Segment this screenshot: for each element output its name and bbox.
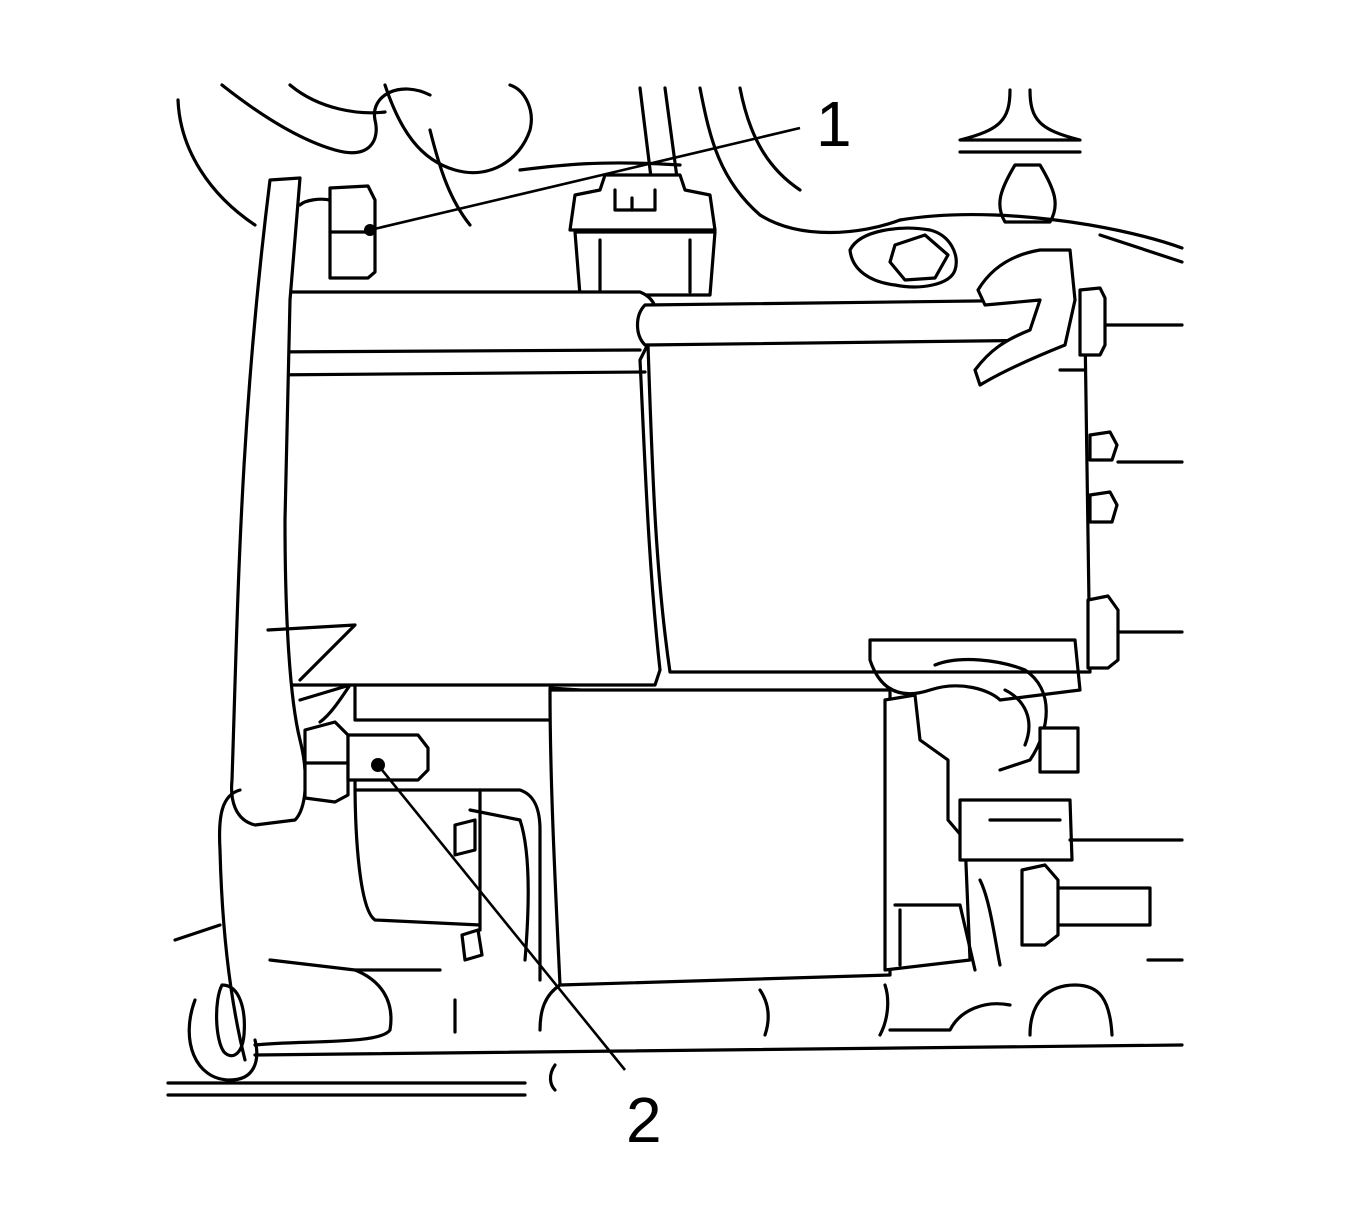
callout-label-2: 2: [626, 1084, 662, 1156]
callout-label-1: 1: [816, 88, 852, 160]
callout-leaders: [364, 126, 801, 1071]
leader-line-2: [376, 764, 627, 1071]
leader-dot-1: [364, 224, 376, 236]
engine-background: [176, 83, 1184, 297]
bolt-lower: [303, 720, 430, 804]
leader-line-1: [369, 126, 801, 232]
bolt-upper: [328, 184, 377, 280]
leader-dot-2: [371, 758, 385, 772]
mounting-bracket: [229, 176, 357, 827]
lower-housing: [166, 788, 1184, 1097]
starter-solenoid-housing: [260, 248, 1184, 687]
starter-motor-body: [353, 638, 1184, 987]
